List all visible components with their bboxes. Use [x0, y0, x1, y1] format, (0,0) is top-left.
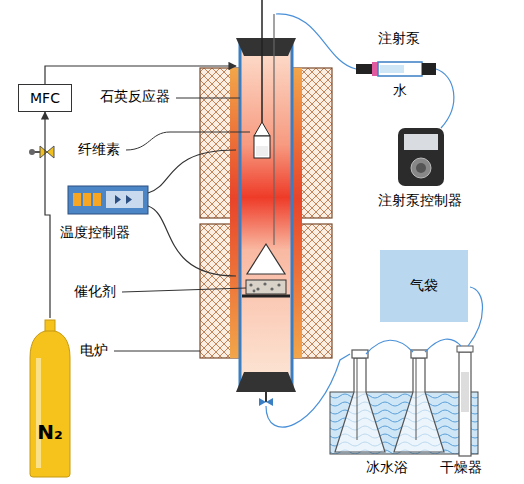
node-text: 气袋: [410, 277, 438, 295]
pump-controller: [398, 128, 444, 186]
water-needle: [273, 14, 274, 245]
part-label: 温度控制器: [60, 224, 130, 241]
cylinder-outline: [28, 318, 72, 478]
part-label: 催化剂: [74, 283, 116, 300]
leader-line: [176, 98, 240, 99]
part-label: 纤维素: [78, 141, 120, 158]
bottom-stopper: [236, 372, 296, 392]
n2-cylinder: N₂: [28, 318, 72, 478]
flask: [335, 358, 385, 452]
gas-line: [45, 112, 50, 318]
leader-line: [122, 288, 246, 292]
n2-valve: [40, 146, 54, 158]
flask: [394, 358, 444, 452]
part-label: 石英反应器: [100, 88, 170, 105]
top-stopper: [236, 38, 296, 56]
leader-line: [126, 132, 250, 150]
quartz-tube: [240, 40, 292, 390]
drier-tube: [459, 352, 471, 456]
mfc-box: MFC: [18, 84, 72, 112]
outlet-valve: [259, 398, 273, 406]
gas-inlet-line: [45, 66, 236, 84]
part-label: 冰水浴: [366, 459, 408, 476]
syringe-barrel: [378, 62, 422, 76]
syringe-plunger: [356, 64, 372, 74]
gas-bag: 气袋: [380, 250, 468, 322]
part-label: 注射泵: [378, 30, 420, 47]
catalyst-cone: [247, 244, 285, 274]
node-text: N₂: [37, 420, 63, 444]
part-label: 注射泵控制器: [378, 192, 462, 209]
leader-line: [114, 351, 200, 352]
catalyst-bed: [246, 280, 286, 294]
cellulose-basket: [254, 136, 270, 158]
node-text: MFC: [30, 90, 60, 106]
part-label: 电炉: [80, 342, 108, 359]
part-label: 水: [393, 82, 407, 99]
temperature-controller: [68, 186, 148, 214]
part-label: 干燥器: [440, 459, 482, 476]
